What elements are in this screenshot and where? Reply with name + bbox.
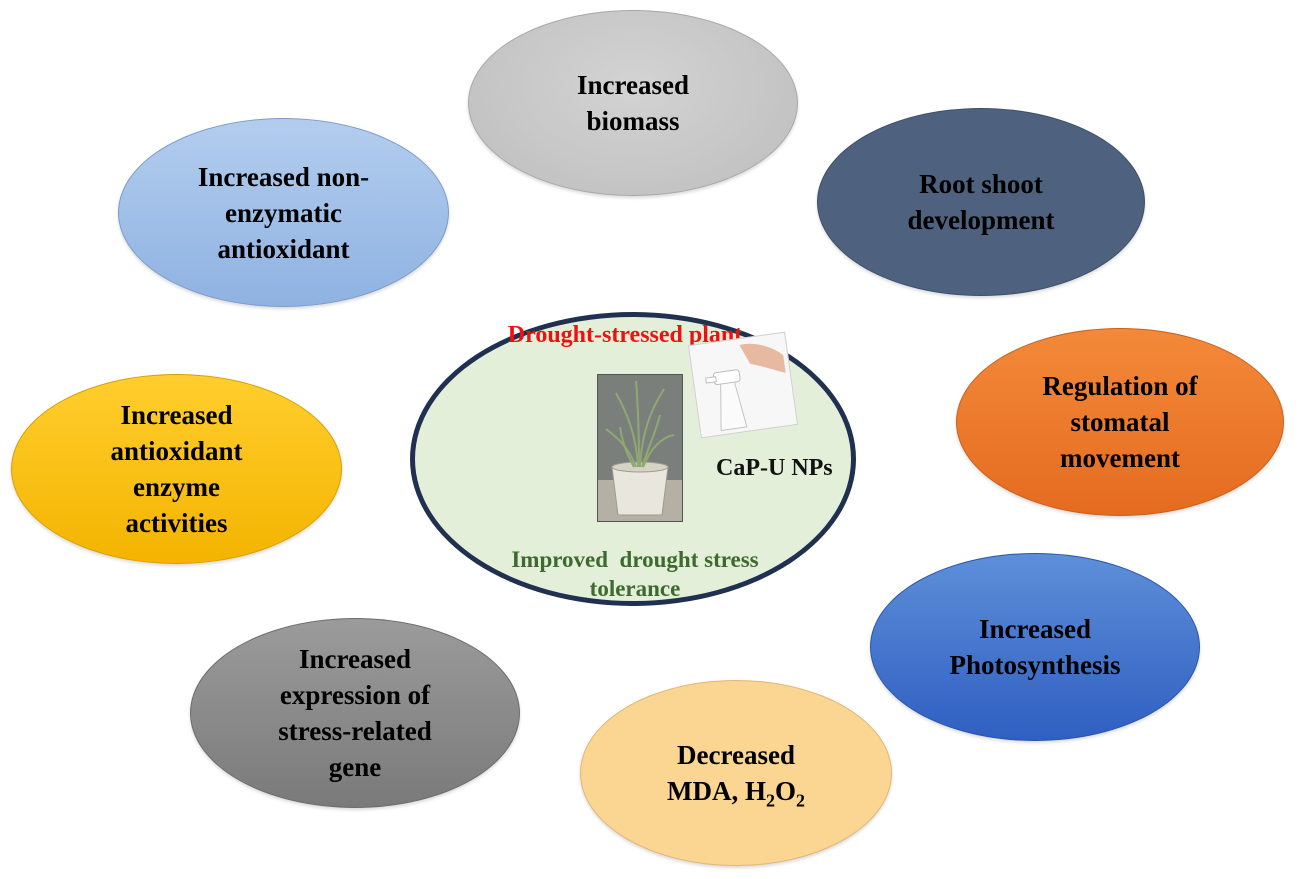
node-text-line: stomatal <box>1070 407 1170 437</box>
node-text-line: Increased <box>120 400 233 430</box>
node-increased-biomass: Increased biomass <box>468 10 798 196</box>
node-antioxidant-enzyme-activities: Increased antioxidant enzyme activities <box>11 374 342 564</box>
node-stress-gene-expression: Increased expression of stress-related g… <box>190 618 520 808</box>
node-text-line: antioxidant <box>217 233 350 264</box>
node-stomatal-regulation: Regulation of stomatal movement <box>956 328 1284 516</box>
node-text-line: movement <box>1060 443 1180 473</box>
formula-subscript: 2 <box>765 790 775 811</box>
spray-bottle-photo <box>687 331 799 439</box>
node-text-line: Decreased <box>677 740 795 770</box>
node-text-line: enzymatic <box>225 197 342 228</box>
treatment-label: CaP-U NPs <box>716 455 833 481</box>
node-text-line: Increased <box>577 70 689 100</box>
node-text-line: biomass <box>586 106 680 136</box>
node-decreased-mda-h2o2: Decreased MDA, H2O2 <box>580 680 892 866</box>
outcome-line: Improved drought stress <box>511 547 759 572</box>
node-text-line: enzyme <box>133 472 220 502</box>
node-text-line: Increased non- <box>197 161 370 192</box>
center-outcome: Improved drought stress tolerance <box>490 545 780 603</box>
node-text-line: Root shoot <box>919 169 1043 199</box>
node-text-line: Regulation of <box>1042 371 1198 401</box>
node-text-line: gene <box>328 752 382 782</box>
node-text-line: MDA, H2O2 <box>667 773 805 809</box>
formula-prefix: MDA, H <box>667 776 766 806</box>
node-text-line: antioxidant <box>110 436 243 466</box>
node-text-line: expression of <box>279 680 431 710</box>
node-text-line: Increased <box>299 644 411 674</box>
formula-mid: O <box>774 776 796 806</box>
spray-bottle-illustration <box>689 332 797 438</box>
potted-plant-photo <box>597 374 683 522</box>
outcome-line: tolerance <box>589 576 681 601</box>
node-text-line: development <box>907 205 1055 235</box>
node-text-line: Increased <box>979 614 1091 644</box>
node-text-line: stress-related <box>278 716 432 746</box>
node-text-line: Photosynthesis <box>949 650 1121 680</box>
node-increased-photosynthesis: Increased Photosynthesis <box>870 553 1200 741</box>
node-root-shoot-development: Root shoot development <box>817 108 1145 296</box>
formula-subscript: 2 <box>796 790 805 811</box>
plant-illustration <box>598 375 682 521</box>
node-non-enzymatic-antioxidant: Increased non- enzymatic antioxidant <box>118 118 449 307</box>
node-text-line: activities <box>125 508 228 538</box>
